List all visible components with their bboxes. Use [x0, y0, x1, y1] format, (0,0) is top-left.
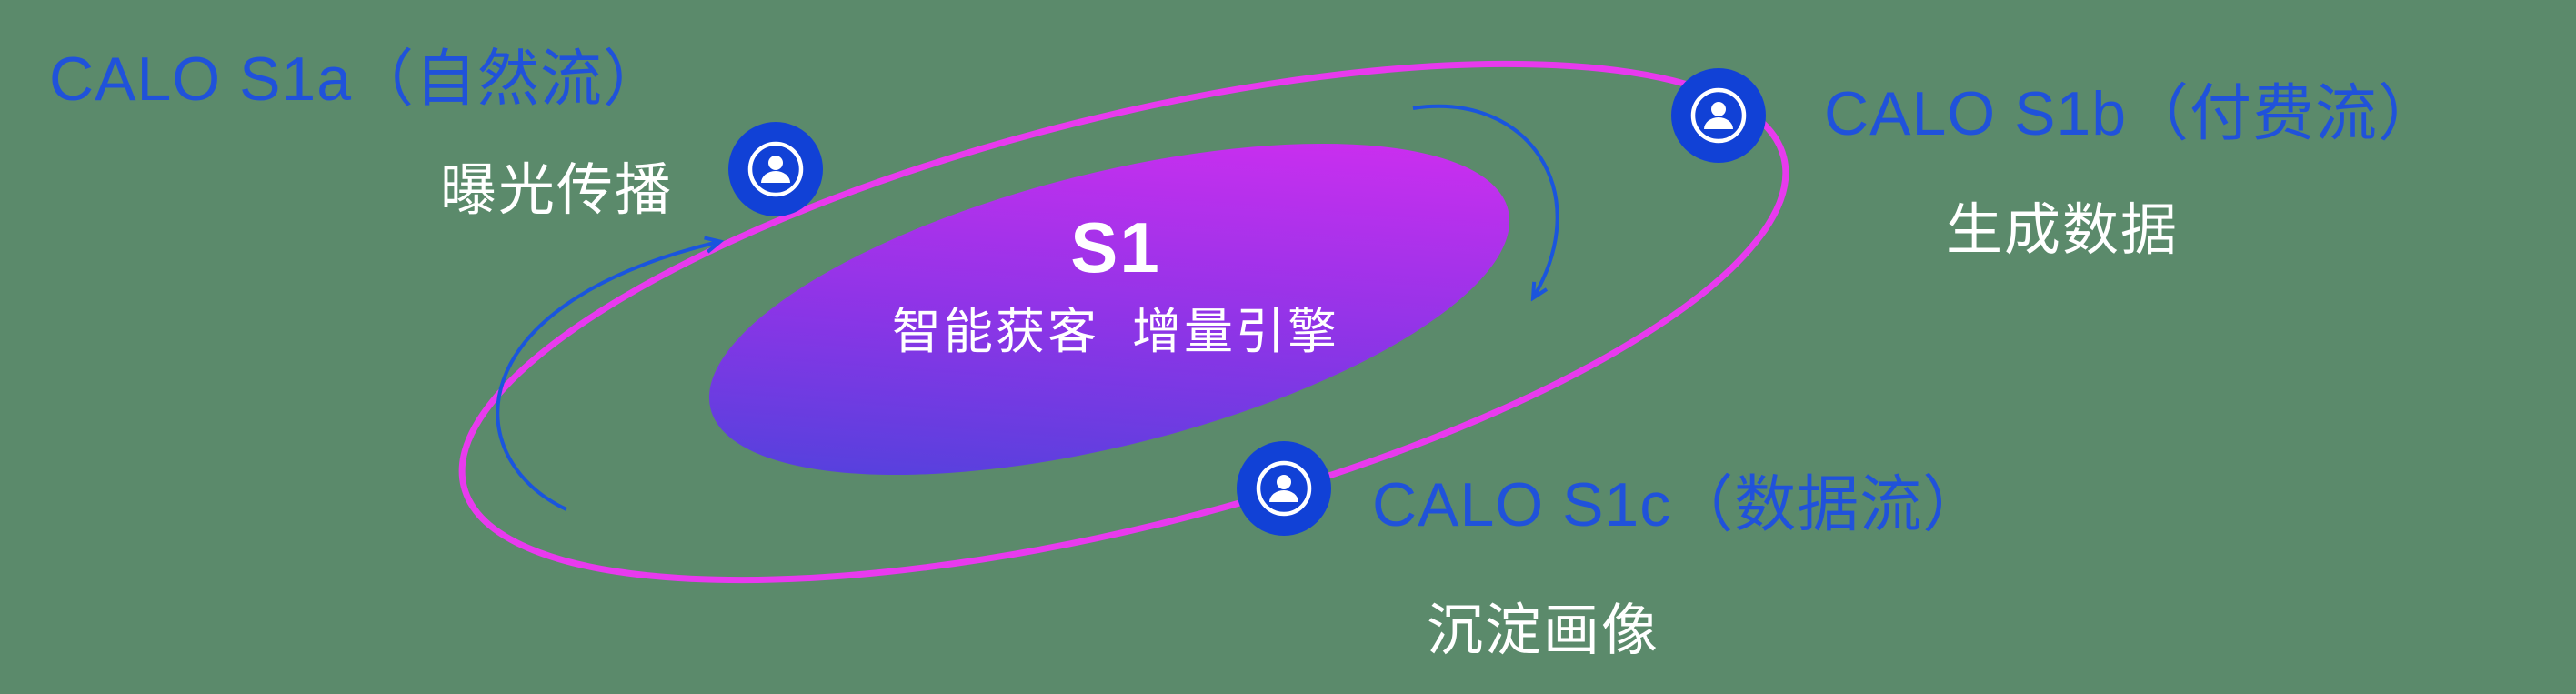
- person-icon: [1690, 87, 1747, 144]
- node-s1c: [1237, 441, 1331, 536]
- person-icon: [747, 141, 804, 197]
- label-s1b: CALO S1b（付费流）: [1824, 79, 2441, 148]
- flow-arrow-left: [496, 242, 718, 511]
- core-subtitle: 智能获客 增量引擎: [891, 304, 1340, 359]
- node-s1a: [728, 122, 823, 216]
- core-ellipse: [708, 143, 1510, 476]
- orbit-ring: [458, 60, 1789, 584]
- core-title: S1: [1070, 207, 1161, 288]
- sublabel-s1b: 生成数据: [1946, 199, 2180, 262]
- label-s1a: CALO S1a（自然流）: [49, 45, 667, 114]
- sublabel-s1a: 曝光传播: [440, 159, 674, 222]
- person-icon: [1256, 460, 1312, 517]
- node-s1b: [1671, 68, 1766, 163]
- label-s1c: CALO S1c（数据流）: [1372, 470, 1986, 539]
- sublabel-s1c: 沉淀画像: [1427, 599, 1660, 662]
- flow-arrow-right: [1412, 105, 1559, 297]
- core-label-group: S1 智能获客 增量引擎: [892, 207, 1339, 360]
